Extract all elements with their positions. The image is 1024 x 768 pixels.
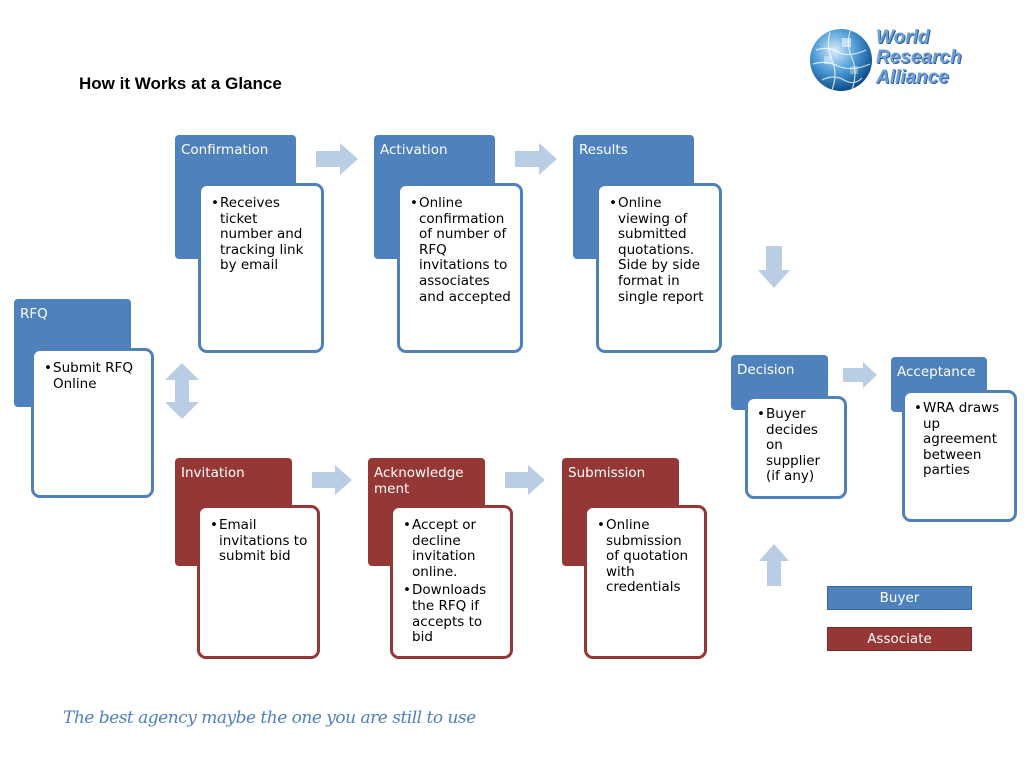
- arrow-down-icon: [758, 246, 790, 288]
- step-acknowledgement-card: Accept or decline invitation online. Dow…: [390, 505, 513, 659]
- step-decision-card: Buyer decides on supplier (if any): [745, 396, 847, 499]
- arrow-right-icon: [316, 143, 358, 175]
- step-activation-bullet: Online confirmation of number of RFQ inv…: [410, 195, 512, 305]
- step-submission-title: Submission: [568, 465, 646, 481]
- step-submission-card: Online submission of quotation with cred…: [584, 505, 707, 659]
- arrow-right-icon: [312, 465, 352, 495]
- tagline: The best agency maybe the one you are st…: [63, 708, 476, 728]
- logo-line-2: Research: [876, 47, 962, 68]
- step-acceptance-title: Acceptance: [897, 364, 976, 380]
- step-rfq-title: RFQ: [20, 306, 48, 322]
- step-activation-title: Activation: [380, 142, 448, 158]
- step-acknowledgement-bullet-1: Accept or decline invitation online.: [403, 517, 502, 580]
- step-submission-bullet: Online submission of quotation with cred…: [597, 517, 696, 596]
- arrow-up-icon: [759, 544, 789, 586]
- step-acceptance-card: WRA draws up agreement between parties: [902, 390, 1017, 522]
- arrow-right-icon: [515, 143, 557, 175]
- step-acceptance-bullet: WRA draws up agreement between parties: [914, 400, 1008, 479]
- step-confirmation-title: Confirmation: [181, 142, 269, 158]
- globe-logo-icon: [810, 29, 872, 91]
- arrow-right-icon: [505, 465, 545, 495]
- step-confirmation-card: Receives ticket number and tracking link…: [198, 183, 324, 353]
- step-acknowledgement-bullet-2: Downloads the RFQ if accepts to bid: [403, 583, 502, 645]
- arrow-up-down-icon: [165, 363, 199, 419]
- step-results-bullet: Online viewing of submitted quotations. …: [609, 195, 711, 305]
- legend-associate: Associate: [827, 627, 972, 651]
- step-rfq-card: Submit RFQ Online: [31, 348, 154, 498]
- logo-line-3: Alliance: [876, 67, 949, 88]
- step-invitation-bullet: Email invitations to submit bid: [210, 517, 309, 565]
- legend-buyer: Buyer: [827, 586, 972, 610]
- step-results-title: Results: [579, 142, 628, 158]
- step-decision-title: Decision: [737, 362, 795, 378]
- arrow-right-icon: [843, 362, 877, 388]
- step-confirmation-bullet: Receives ticket number and tracking link…: [211, 195, 313, 274]
- page-title: How it Works at a Glance: [79, 74, 282, 93]
- logo-line-1: World: [876, 27, 930, 48]
- step-results-card: Online viewing of submitted quotations. …: [596, 183, 722, 353]
- step-invitation-card: Email invitations to submit bid: [197, 505, 320, 659]
- step-acknowledgement-title: Acknowledge ment: [374, 465, 464, 497]
- step-rfq-bullet: Submit RFQ Online: [44, 360, 143, 392]
- logo-text: World Research Alliance: [876, 28, 962, 88]
- step-invitation-title: Invitation: [181, 465, 245, 481]
- step-decision-bullet: Buyer decides on supplier (if any): [757, 406, 838, 485]
- step-activation-card: Online confirmation of number of RFQ inv…: [397, 183, 523, 353]
